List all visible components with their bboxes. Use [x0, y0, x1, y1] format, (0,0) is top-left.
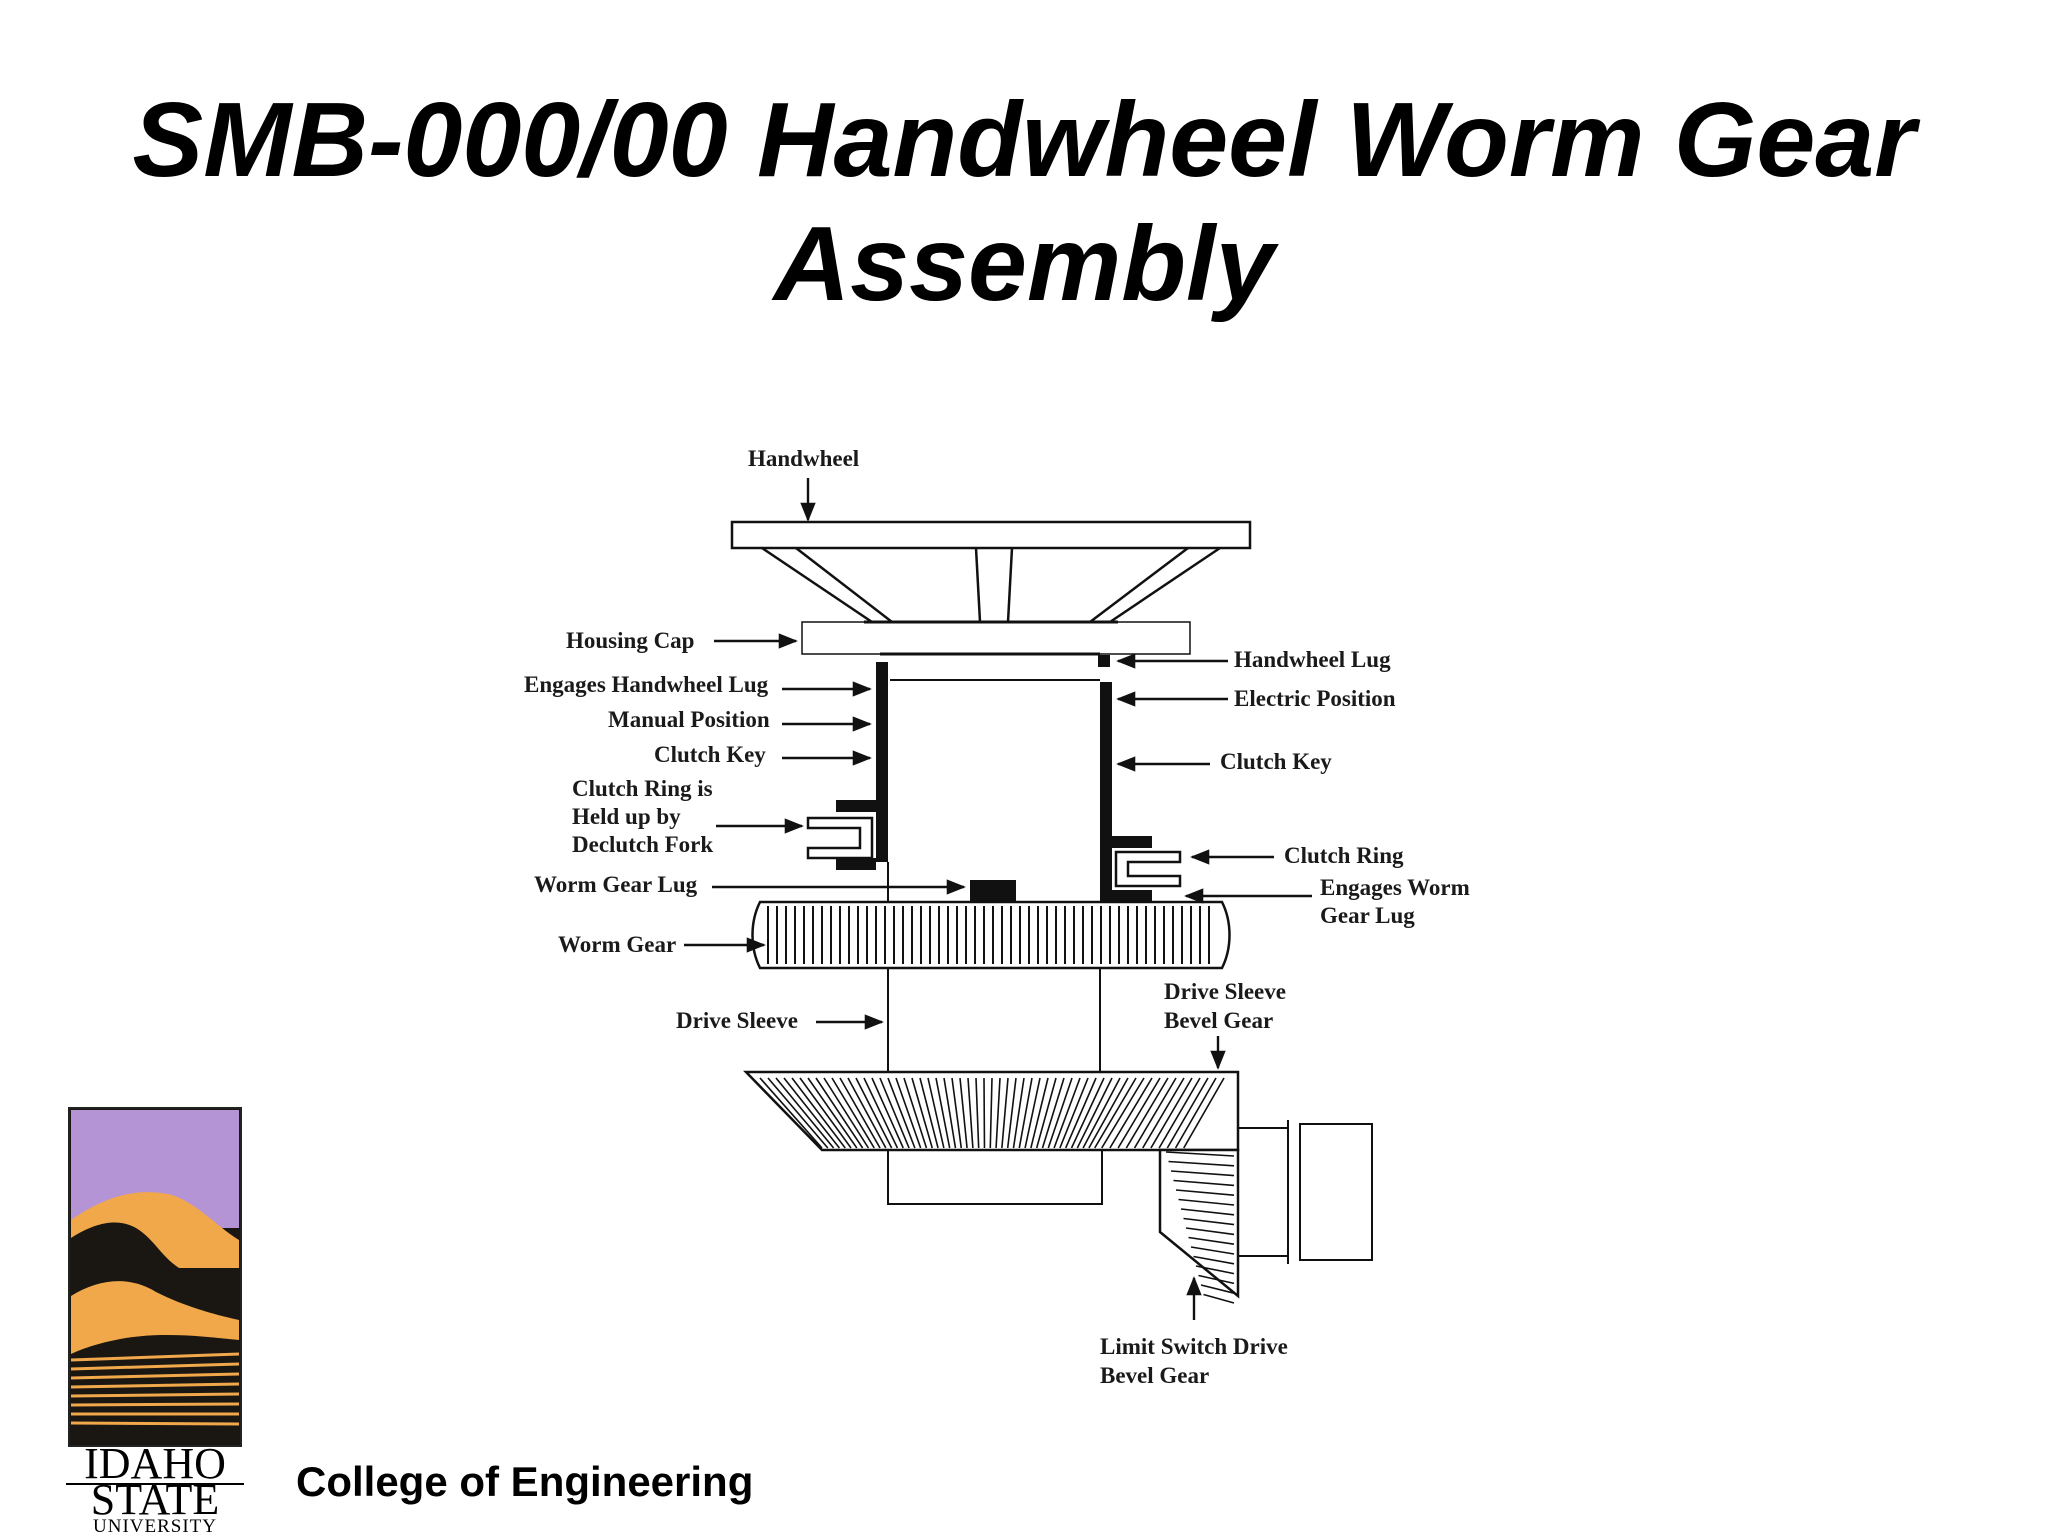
- logo-mountain-front: [71, 1281, 239, 1354]
- drive-sleeve-shape: [887, 968, 1103, 1205]
- label-housing-cap: Housing Cap: [566, 628, 694, 653]
- label-worm-gear-lug: Worm Gear Lug: [534, 872, 698, 897]
- label-engages-worm-1: Engages Worm: [1320, 875, 1470, 900]
- label-clutch-key-right: Clutch Key: [1220, 749, 1332, 774]
- label-limit-switch-1: Limit Switch Drive: [1100, 1334, 1288, 1359]
- label-limit-switch-2: Bevel Gear: [1100, 1363, 1209, 1388]
- logo-idaho: IDAHO: [84, 1439, 226, 1488]
- handwheel-shape: [730, 520, 1252, 624]
- label-handwheel-lug: Handwheel Lug: [1234, 647, 1391, 672]
- drive-sleeve-bevel-gear-shape: [743, 1070, 1240, 1152]
- logo-state: STATE: [91, 1475, 219, 1524]
- label-manual-position: Manual Position: [608, 707, 770, 732]
- handwheel-lug-shape: [1098, 655, 1110, 667]
- slide-title: SMB-000/00 Handwheel Worm Gear Assembly: [132, 81, 1916, 323]
- left-clutch-ring-shape: [806, 800, 876, 870]
- label-drive-sleeve-bevel-2: Bevel Gear: [1164, 1008, 1273, 1033]
- label-handwheel: Handwheel: [748, 446, 859, 471]
- limit-switch-bevel-gear-shape: [1158, 1148, 1240, 1304]
- label-drive-sleeve: Drive Sleeve: [676, 1008, 798, 1033]
- label-engages-handwheel-lug: Engages Handwheel Lug: [524, 672, 769, 697]
- isu-logo: IDAHO STATE UNIVERSITY: [66, 1107, 244, 1532]
- label-worm-gear: Worm Gear: [558, 932, 676, 957]
- label-clutch-ring-held-3: Declutch Fork: [572, 832, 713, 857]
- label-clutch-ring-held-2: Held up by: [572, 804, 681, 829]
- label-electric-position: Electric Position: [1234, 686, 1396, 711]
- worm-gear-lug-shape: [970, 880, 1016, 902]
- logo-university: UNIVERSITY: [93, 1516, 217, 1532]
- housing-cap-shape: [801, 620, 1191, 656]
- worm-gear-shape: [751, 900, 1231, 970]
- limit-switch-shaft-shape: [1237, 1120, 1373, 1264]
- label-clutch-ring-held-1: Clutch Ring is: [572, 776, 713, 801]
- label-clutch-ring: Clutch Ring: [1284, 843, 1404, 868]
- footer-college-of-engineering: College of Engineering: [296, 1458, 754, 1505]
- clutch-sleeve-shape: [876, 662, 1112, 904]
- right-clutch-ring-shape: [1112, 836, 1182, 902]
- label-drive-sleeve-bevel-1: Drive Sleeve: [1164, 979, 1286, 1004]
- label-clutch-key-left: Clutch Key: [654, 742, 766, 767]
- label-engages-worm-2: Gear Lug: [1320, 903, 1415, 928]
